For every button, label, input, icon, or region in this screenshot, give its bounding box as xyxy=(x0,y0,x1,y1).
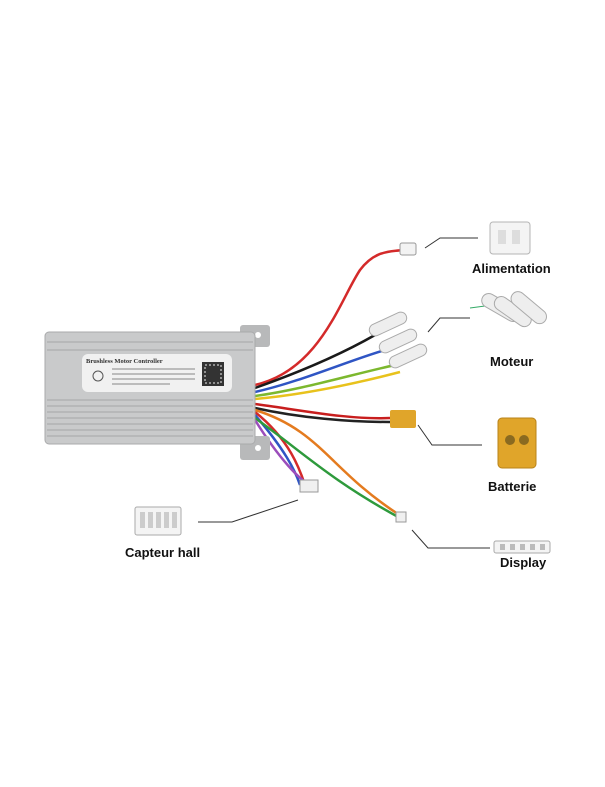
label-display: Display xyxy=(500,555,547,570)
label-moteur: Moteur xyxy=(490,354,534,369)
leader-lines xyxy=(198,237,490,549)
label-alimentation: Alimentation xyxy=(472,261,551,276)
label-batterie: Batterie xyxy=(488,479,537,494)
battery-connector-icon xyxy=(497,417,537,469)
qr-code xyxy=(202,362,224,386)
controller-housing xyxy=(44,325,270,460)
power-connector-icon xyxy=(489,221,531,255)
label-capteur-hall: Capteur hall xyxy=(125,545,201,560)
wire-connectors xyxy=(299,242,428,523)
hall-connector-icon xyxy=(134,506,182,536)
display-connector-icon xyxy=(493,540,551,554)
motor-connectors-icon xyxy=(469,291,547,328)
wires xyxy=(253,248,403,520)
controller-title: Brushless Motor Controller xyxy=(86,358,163,365)
